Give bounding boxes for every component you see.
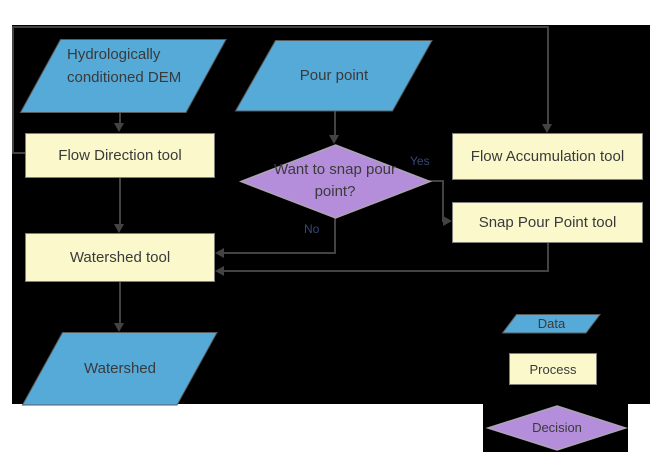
node-pour-point-shape [234, 40, 433, 112]
node-flow-accumulation: Flow Accumulation tool [452, 133, 643, 180]
legend-data-shape [501, 314, 602, 334]
node-snap-decision-label: Want to snap pour point? [273, 161, 396, 200]
node-watershed-label: Watershed [84, 360, 156, 377]
node-flow-accumulation-label: Flow Accumulation tool [470, 148, 625, 165]
arrowhead-to-flowaccumulation [542, 124, 552, 133]
node-snap-pour-point-label: Snap Pour Point tool [478, 214, 617, 231]
arrowhead-pourpoint-to-decision [329, 135, 339, 144]
connector-snappourpoint-to-watershedtool [224, 270, 549, 272]
connector-snappourpoint-down [547, 243, 549, 272]
node-watershed-tool: Watershed tool [25, 233, 215, 282]
node-dem-shape [19, 39, 227, 113]
connector-pourpoint-to-decision [334, 111, 336, 135]
node-pour-point-label: Pour point [299, 67, 369, 84]
connector-flowdirection-branch-up [12, 26, 14, 154]
arrowhead-flowdirection-to-watershedtool [114, 224, 124, 233]
connector-dem-to-flowdirection [119, 112, 121, 124]
arrowhead-watershedtool-to-watershed [114, 323, 124, 332]
connector-decision-yes-v [442, 180, 444, 222]
legend-data-label: Data [537, 316, 566, 331]
node-watershed-shape [21, 332, 218, 406]
connector-decision-no-h [224, 252, 336, 254]
connector-watershedtool-to-watershed [119, 282, 121, 324]
arrowhead-dem-to-flowdirection [114, 123, 124, 132]
connector-flowdirection-to-watershedtool [119, 178, 121, 225]
legend-decision-shape [485, 405, 628, 451]
legend-process: Process [509, 353, 597, 385]
connector-flowdirection-branch-top [12, 26, 549, 28]
node-flow-direction-label: Flow Direction tool [58, 147, 182, 164]
connector-flowdirection-branch-left [12, 152, 25, 154]
node-snap-pour-point: Snap Pour Point tool [452, 202, 643, 243]
node-snap-decision-shape [238, 144, 433, 219]
legend-process-label: Process [529, 361, 577, 377]
edge-label-yes: Yes [410, 154, 430, 168]
connector-decision-yes-h [429, 180, 444, 182]
arrowhead-yes-to-snappourpoint [443, 216, 452, 226]
node-flow-direction: Flow Direction tool [25, 133, 215, 178]
arrowhead-no-to-watershedtool [215, 248, 224, 258]
node-watershed-tool-label: Watershed tool [69, 249, 171, 266]
node-dem-label: Hydrologically conditioned DEM [67, 46, 182, 86]
connector-decision-no-v [334, 218, 336, 254]
edge-label-no: No [304, 222, 320, 236]
arrowhead-snappourpoint-to-watershedtool [215, 266, 224, 276]
connector-flowdirection-to-flowaccumulation [547, 26, 549, 125]
legend-decision-label: Decision [532, 420, 582, 435]
